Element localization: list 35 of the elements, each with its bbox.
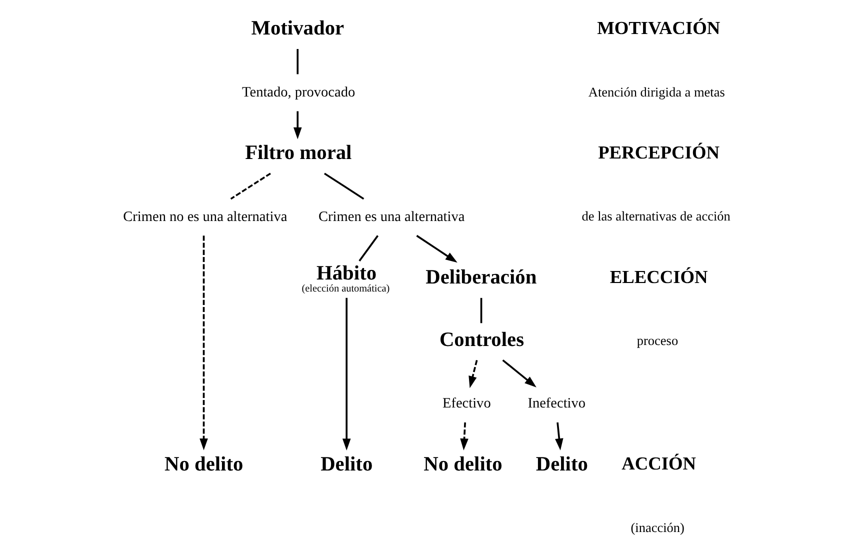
label: proceso <box>636 333 678 348</box>
arrow <box>555 422 564 450</box>
arrow <box>293 111 302 140</box>
arrow <box>200 236 208 450</box>
label: ELECCIÓN <box>610 266 708 287</box>
connector <box>324 172 364 200</box>
label: PERCEPCIÓN <box>598 142 720 162</box>
arrow <box>468 360 478 388</box>
label: ACCIÓN <box>622 454 696 474</box>
node-text: Crimen no es una alternativa <box>123 209 288 226</box>
node-text: Delito <box>536 453 588 476</box>
node-text: Inefectivo <box>528 396 586 412</box>
label: (inacción) <box>630 520 684 535</box>
node-text: Efectivo <box>442 396 491 412</box>
node-text: Controles <box>439 328 524 351</box>
label: de las alternativas de acción <box>582 208 730 224</box>
arrow <box>502 359 536 388</box>
arrow <box>460 422 468 450</box>
node-text: Hábito (elección automática) <box>302 262 390 295</box>
connector <box>296 49 299 74</box>
node-text: Filtro moral <box>245 142 352 164</box>
connector <box>358 235 379 262</box>
node-text: Delito <box>320 453 373 476</box>
connector <box>480 298 482 324</box>
node-text: Motivador <box>251 18 344 40</box>
node-text: Tentado, provocado <box>242 84 356 101</box>
arrow <box>416 234 458 263</box>
label: MOTIVACIÓN <box>597 18 720 38</box>
arrow <box>342 298 351 451</box>
node-text: No delito <box>164 453 244 476</box>
node-text: Deliberación <box>426 266 537 289</box>
node-text: No delito <box>424 453 502 476</box>
label: Atención dirigida a metas <box>588 84 725 100</box>
connector <box>230 172 271 200</box>
node-text: Crimen es una alternativa <box>318 209 465 226</box>
